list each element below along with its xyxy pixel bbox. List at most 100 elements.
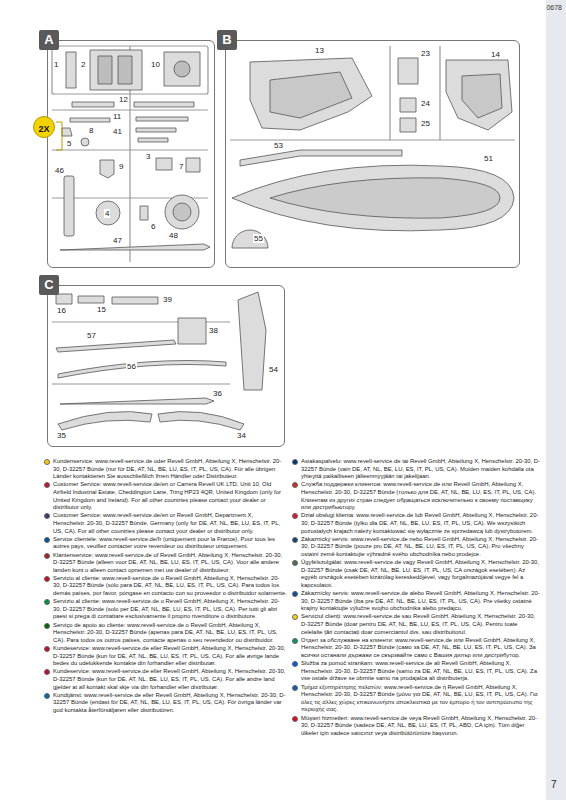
part-bar [136, 128, 176, 132]
part-number: 41 [112, 127, 123, 136]
service-paragraph: Servizio al cliente: www.revell-service.… [44, 598, 287, 621]
page-edge-strip [546, 0, 566, 800]
part-number: 51 [483, 154, 494, 163]
service-paragraph: Asiakaspalvelu: www.revell-service.de ta… [292, 458, 540, 481]
part-bar [138, 138, 168, 142]
quantity-text: 2X [38, 124, 49, 134]
service-text: Služba za pomoč strankam: www.revell-ser… [301, 660, 540, 683]
service-paragraph: Kundenservice: www.revell-service.de ode… [44, 458, 287, 481]
service-text: Τμήμα εξυπηρέτησης πελατών: www.revell-s… [301, 684, 540, 714]
part-number: 9 [118, 162, 124, 171]
part-57 [56, 340, 176, 352]
service-paragraph: Dział obsługi klienta: www.revell-servic… [292, 512, 540, 535]
part-number: 14 [490, 50, 501, 59]
part-53 [240, 150, 402, 166]
service-text: Kundenservice: www.revell-service.de ode… [53, 458, 287, 481]
part-bar [70, 118, 110, 122]
service-text: Service clientèle: www.revell-service.de… [53, 536, 287, 551]
part-bar [136, 117, 188, 121]
part-number: 57 [86, 331, 97, 340]
part-number: 8 [88, 126, 94, 135]
part-47 [60, 244, 210, 250]
part-number: 12 [118, 95, 129, 104]
part-number: 35 [56, 431, 67, 440]
service-text: Dział obsługi klienta: www.revell-servic… [301, 512, 540, 535]
service-text: Отдел за обслужване на клиенти: www.reve… [301, 637, 540, 660]
part-13 [250, 58, 372, 130]
part-bar [72, 102, 114, 107]
part-number: 7 [178, 162, 184, 171]
part-number: 54 [268, 365, 279, 374]
service-paragraph: Kundtjänst: www.revell-service.de eller … [44, 692, 287, 715]
part-number: 39 [162, 295, 173, 304]
part-number: 48 [168, 231, 179, 240]
service-paragraph: Ügyfélszolgálat: www.revell-service.de v… [292, 559, 540, 589]
small-part [156, 158, 172, 170]
part-number: 25 [420, 119, 431, 128]
part-54 [238, 292, 266, 390]
service-text: Serviciul clienți: www.revell-service.de… [301, 613, 540, 636]
part-39 [112, 297, 158, 304]
service-paragraph: Customer Service: www.revell-service.de/… [44, 512, 287, 535]
service-paragraph: Customer Service: www.revell-service.de/… [44, 481, 287, 511]
part-number: 46 [54, 166, 65, 175]
part-number: 1 [53, 60, 59, 69]
engine-part [66, 50, 200, 90]
part-number: 13 [314, 46, 325, 55]
part-55 [232, 230, 268, 248]
flag-icon [44, 623, 50, 629]
part-number: 11 [112, 112, 122, 121]
service-paragraph: Müşteri hizmetleri: www.revell-service.d… [292, 715, 540, 738]
part-38 [178, 318, 206, 344]
page-number: 7 [551, 779, 557, 790]
flag-icon [292, 661, 298, 667]
flag-icon [44, 459, 50, 465]
service-text: Customer Service: www.revell-service.de/… [53, 481, 287, 511]
sprue-letter: B [217, 30, 237, 50]
part-4 [96, 201, 120, 225]
small-part [186, 158, 200, 172]
part-16 [56, 294, 72, 304]
flag-icon [292, 591, 298, 597]
part-14 [446, 60, 512, 130]
flag-icon [44, 576, 50, 582]
part-number: 23 [420, 49, 431, 58]
part-number: 15 [96, 305, 107, 314]
part-number: 56 [126, 362, 137, 371]
part-bar [134, 102, 194, 107]
service-paragraph: Kundeservice: www.revell-service.de elle… [44, 668, 287, 691]
part-number: 47 [112, 236, 123, 245]
flag-icon [44, 669, 50, 675]
service-paragraph: Klantenservice: www.revell-service.de of… [44, 552, 287, 575]
service-text: Kundeservice: www.revell-service.de elle… [53, 668, 287, 691]
part-number: 24 [420, 99, 431, 108]
part-25 [400, 118, 416, 132]
flag-icon [44, 482, 50, 488]
flag-icon [292, 482, 298, 488]
text-column: Asiakaspalvelu: www.revell-service.de ta… [292, 458, 540, 738]
part-15 [78, 296, 104, 303]
small-part [100, 160, 114, 178]
service-text: Serviço de apoio ao cliente: www.revell-… [53, 622, 287, 645]
flag-icon [292, 716, 298, 722]
part-51 [232, 165, 514, 231]
sprue-letter: A [39, 30, 59, 50]
flag-icon [44, 646, 50, 652]
part-number: 36 [212, 389, 223, 398]
part-number: 10 [150, 60, 161, 69]
flag-icon [292, 459, 298, 465]
service-text: Müşteri hizmetleri: www.revell-service.d… [301, 715, 540, 738]
part-number: 6 [150, 222, 156, 231]
service-text: Zákaznícky servis: www.revell-service.de… [301, 590, 540, 613]
flag-icon [44, 599, 50, 605]
service-paragraph: Service clientèle: www.revell-service.de… [44, 536, 287, 551]
small-part [62, 128, 72, 136]
flag-icon [292, 513, 298, 519]
part-6 [140, 206, 148, 220]
service-text: Customer Service: www.revell-service.de/… [53, 512, 287, 535]
part-number: 55 [253, 234, 264, 243]
part-48 [165, 195, 199, 229]
part-34 [158, 412, 244, 430]
part-number: 5 [66, 139, 72, 148]
